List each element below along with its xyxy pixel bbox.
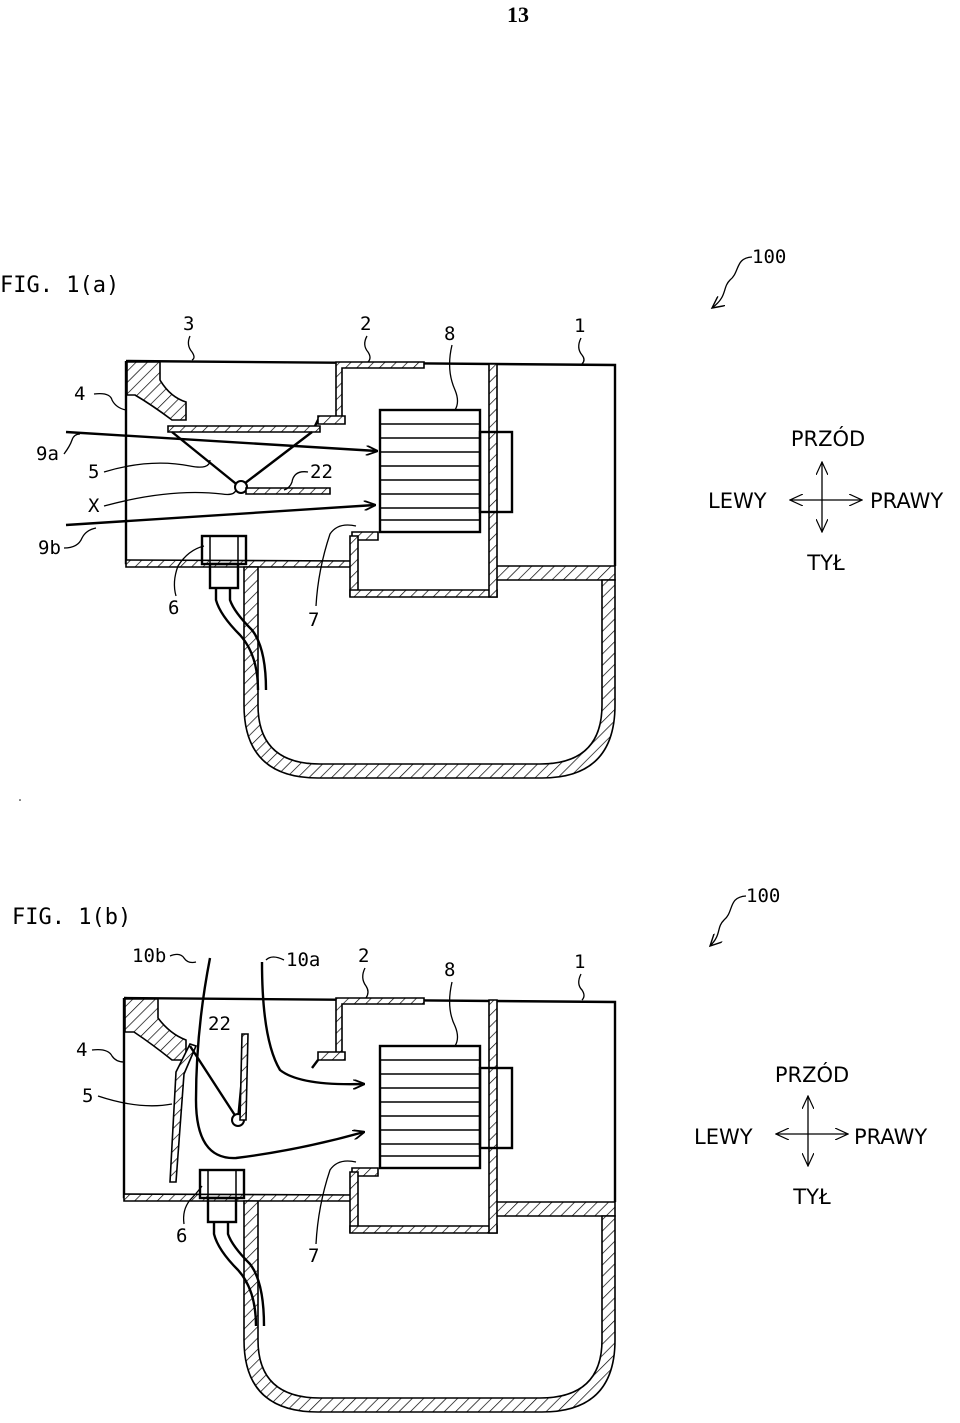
ref-4-b: 4 xyxy=(76,1039,87,1061)
ref-4: 4 xyxy=(74,383,85,405)
duct-2-1b xyxy=(311,997,498,1234)
leader-8-b xyxy=(448,981,459,1047)
ref-7-b: 7 xyxy=(308,1245,319,1267)
leader-4 xyxy=(93,392,127,411)
ref-8-b: 8 xyxy=(444,959,455,981)
page-number: 13 xyxy=(507,2,529,27)
leader-7 xyxy=(315,524,357,607)
ref-9a: 9a xyxy=(36,443,59,465)
airflow-arrow-9a xyxy=(65,430,377,451)
ref-10a: 10a xyxy=(286,949,320,971)
ref-5-b: 5 xyxy=(82,1085,93,1107)
leader-7-b xyxy=(315,1160,357,1245)
compass-front-label-b: PRZÓD xyxy=(775,1062,849,1087)
figure-1b-assembly-ref: 100 xyxy=(746,885,780,907)
housing-1b xyxy=(122,996,617,1413)
compass-back-label-b: TYŁ xyxy=(792,1185,831,1209)
leader-5-b xyxy=(97,1095,173,1107)
leader-6-b xyxy=(182,1185,203,1225)
housing-1a xyxy=(124,359,617,779)
sensor-6-1a xyxy=(200,534,268,691)
compass-right-label: PRAWY xyxy=(870,489,943,513)
leader-10b xyxy=(169,953,197,964)
duct-2-1a xyxy=(310,361,498,598)
figure-1b-title: FIG. 1(b) xyxy=(12,905,131,930)
airflow-arrow-10a xyxy=(260,961,364,1084)
ref-2: 2 xyxy=(360,313,371,335)
ref-5: 5 xyxy=(88,461,99,483)
compass-left-label-b: LEWY xyxy=(694,1125,753,1149)
ref-2-b: 2 xyxy=(358,945,369,967)
scan-speck xyxy=(19,799,21,801)
leader-9b xyxy=(63,527,97,549)
leader-1 xyxy=(578,337,585,365)
direction-compass-1a: PRZÓD LEWY PRAWY TYŁ xyxy=(708,426,943,575)
sensor-6-1b xyxy=(198,1168,266,1327)
leader-X xyxy=(103,489,237,507)
leader-22 xyxy=(283,471,309,491)
damper-1a xyxy=(167,425,331,495)
leader-1-b xyxy=(578,973,585,1001)
leader-8 xyxy=(448,344,459,411)
ref-6-b: 6 xyxy=(176,1225,187,1247)
ref-X: X xyxy=(88,495,100,517)
figure-1a-title: FIG. 1(a) xyxy=(0,273,119,298)
leader-9a xyxy=(63,433,81,455)
ref-22-b: 22 xyxy=(208,1013,231,1035)
figure-1b: FIG. 1(b) 100 xyxy=(12,885,927,1413)
ref-6: 6 xyxy=(168,597,179,619)
figure-1b-assembly-leader xyxy=(710,895,747,946)
ref-22: 22 xyxy=(310,461,333,483)
leader-6 xyxy=(173,545,205,597)
airflow-arrow-9b xyxy=(65,505,375,527)
direction-compass-1b: PRZÓD LEWY PRAWY TYŁ xyxy=(694,1062,927,1209)
figure-1a: FIG. 1(a) 100 xyxy=(0,246,943,779)
ref-9b: 9b xyxy=(38,537,61,559)
ref-10b: 10b xyxy=(132,945,166,967)
compass-right-label-b: PRAWY xyxy=(854,1125,927,1149)
damper-1b xyxy=(169,1033,249,1183)
leader-4-b xyxy=(91,1048,125,1063)
ref-7: 7 xyxy=(308,609,319,631)
figure-1a-assembly-ref: 100 xyxy=(752,246,786,268)
fan-8-1b xyxy=(378,1044,514,1170)
compass-back-label: TYŁ xyxy=(806,551,845,575)
fan-8-1a xyxy=(378,408,514,534)
ref-3: 3 xyxy=(183,313,194,335)
compass-left-label: LEWY xyxy=(708,489,767,513)
leader-2-b xyxy=(362,967,369,999)
leader-2 xyxy=(364,335,371,363)
compass-front-label: PRZÓD xyxy=(791,426,865,451)
ref-1: 1 xyxy=(574,315,585,337)
airflow-arrow-10b xyxy=(194,957,364,1160)
ref-1-b: 1 xyxy=(574,951,585,973)
leader-10a xyxy=(265,956,285,961)
leader-3 xyxy=(187,335,195,361)
ref-8: 8 xyxy=(444,323,455,345)
figure-1a-assembly-leader xyxy=(712,256,753,308)
leader-5 xyxy=(103,459,211,473)
